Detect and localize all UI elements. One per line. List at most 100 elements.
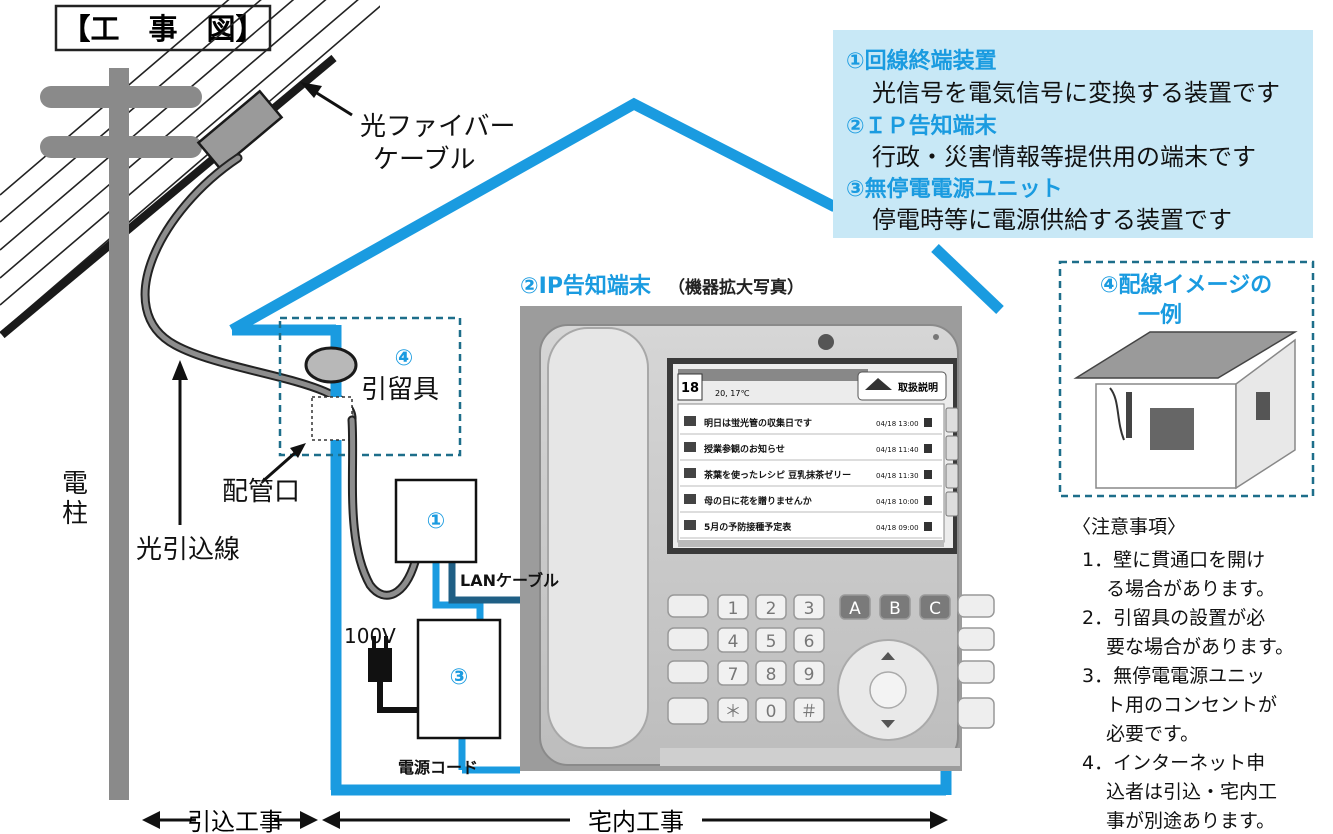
keypad-key-label: 6 xyxy=(804,632,815,652)
message-time: 04/18 11:30 xyxy=(876,472,919,480)
conduit-pointer-arrow xyxy=(261,443,306,484)
message-time: 04/18 09:00 xyxy=(876,524,919,532)
ups-number: ③ xyxy=(450,665,469,690)
anchor-fitting xyxy=(304,346,358,384)
indoor-work-label: 宅内工事 xyxy=(588,808,684,834)
keypad-key-label: C xyxy=(929,599,941,619)
keypad-key-label: 5 xyxy=(766,632,777,652)
info-item3-desc: 停電時等に電源供給する装置です xyxy=(872,206,1232,234)
camera-icon xyxy=(818,334,834,350)
note-line: 要な場合があります。 xyxy=(1106,636,1294,658)
pole-label-1: 電 xyxy=(62,469,88,499)
power-plug xyxy=(368,636,420,713)
fiber-cable xyxy=(0,54,337,339)
keypad-key-label: 8 xyxy=(766,665,777,685)
ups-box xyxy=(416,618,502,740)
message-time: 04/18 13:00 xyxy=(876,420,919,428)
keypad-key-label: 2 xyxy=(766,599,777,619)
keypad-key: ＊ xyxy=(717,697,749,723)
keypad-key: 3 xyxy=(793,594,825,620)
keypad-key: 2 xyxy=(755,594,787,620)
voltage-label: 100V xyxy=(344,624,396,648)
note-line: ト用のコンセントが xyxy=(1106,694,1277,716)
message-icon xyxy=(684,494,696,504)
keypad-key-label: ＊ xyxy=(725,702,742,722)
keypad-key-label: 1 xyxy=(728,599,739,619)
keypad-key-label: 4 xyxy=(728,632,739,652)
keypad-key: 1 xyxy=(717,594,749,620)
note-line: 事が別途あります。 xyxy=(1106,810,1275,832)
info-item2-title: ②ＩＰ告知端末 xyxy=(846,113,998,139)
keypad-key-label: B xyxy=(889,599,901,619)
page-title: 【工 事 図】 xyxy=(61,12,264,46)
drop-line xyxy=(142,155,355,423)
note-line: る場合があります。 xyxy=(1106,578,1275,600)
screen-message-row: 5月の予防接種予定表 04/18 09:00 xyxy=(680,520,942,539)
trash-icon xyxy=(924,444,932,453)
onu-number: ① xyxy=(427,509,446,534)
note-line: 込者は引込・宅内工 xyxy=(1106,781,1277,803)
keypad-key-label: ＃ xyxy=(801,702,818,722)
message-time: 04/18 10:00 xyxy=(876,498,919,506)
lan-label: LANケーブル xyxy=(460,571,559,590)
keypad-key: 7 xyxy=(717,660,749,686)
pole-label-2: 柱 xyxy=(62,499,88,529)
house-icon xyxy=(865,378,892,390)
keypad-key: 8 xyxy=(755,660,787,686)
message-text: 5月の予防接種予定表 xyxy=(704,521,792,533)
info-box-text: ①回線終端装置 光信号を電気信号に変換する装置です ②ＩＰ告知端末 行政・災害情… xyxy=(846,48,1280,234)
keypad-key: C xyxy=(919,594,951,620)
screen-date: 18 xyxy=(681,381,699,396)
anchor-number: ④ xyxy=(395,346,414,371)
info-item2-desc: 行政・災害情報等提供用の端末です xyxy=(872,143,1256,171)
trash-icon xyxy=(924,418,932,427)
indoor-wiring xyxy=(432,562,520,774)
message-icon xyxy=(684,468,696,478)
info-item1-desc: 光信号を電気信号に変換する装置です xyxy=(872,79,1280,107)
trash-icon xyxy=(924,470,932,479)
trash-icon xyxy=(924,496,932,505)
keypad-key-label: 3 xyxy=(804,599,815,619)
note-line: 必要です。 xyxy=(1106,723,1199,745)
anchor-dashed-box xyxy=(278,316,462,457)
screen-message-row: 明日は蛍光管の収集日です 04/18 13:00 xyxy=(680,416,942,435)
keypad-key-label: 9 xyxy=(804,665,815,685)
fiber-cable-label-1: 光ファイバー xyxy=(360,112,515,142)
keypad-key-label: 0 xyxy=(766,702,777,722)
lead-in-work-label: 引込工事 xyxy=(187,808,283,834)
screen-manual-button: 取扱説明 xyxy=(898,381,938,394)
utility-pole xyxy=(40,68,202,800)
anchor-label: 引留具 xyxy=(361,375,439,405)
wiring-illustration xyxy=(1073,331,1298,490)
message-text: 茶葉を使ったレシピ 豆乳抹茶ゼリー xyxy=(703,469,851,481)
keypad-key: A xyxy=(839,594,871,620)
keypad-key: ＃ xyxy=(793,697,825,723)
info-item1-title: ①回線終端装置 xyxy=(846,48,997,74)
fiber-pointer-arrow xyxy=(300,82,353,117)
keypad-key: 4 xyxy=(717,627,749,653)
handset xyxy=(547,327,649,749)
message-icon xyxy=(684,520,696,530)
screen-message-row: 茶葉を使ったレシピ 豆乳抹茶ゼリー 04/18 11:30 xyxy=(680,468,942,487)
keypad-key: 0 xyxy=(755,697,787,723)
notes-heading: 〈注意事項〉 xyxy=(1072,516,1186,538)
message-text: 授業参観のお知らせ xyxy=(704,443,785,455)
wiring-heading-2: 一例 xyxy=(1138,303,1182,328)
info-item3-title: ③無停電電源ユニット xyxy=(846,176,1063,202)
message-text: 明日は蛍光管の収集日です xyxy=(704,417,812,429)
conduit-label: 配管口 xyxy=(222,477,300,507)
note-line: 2．引留具の設置が必 xyxy=(1082,607,1265,629)
photo-heading-sub: （機器拡大写真） xyxy=(668,277,804,298)
title-box xyxy=(54,4,272,52)
drop-line-pointer-arrow xyxy=(172,360,188,525)
screen-side-buttons xyxy=(945,407,959,517)
note-line: 1．壁に貫通口を開け xyxy=(1082,549,1265,571)
lan-cable xyxy=(448,562,520,604)
drop-line-indoor xyxy=(349,417,418,598)
